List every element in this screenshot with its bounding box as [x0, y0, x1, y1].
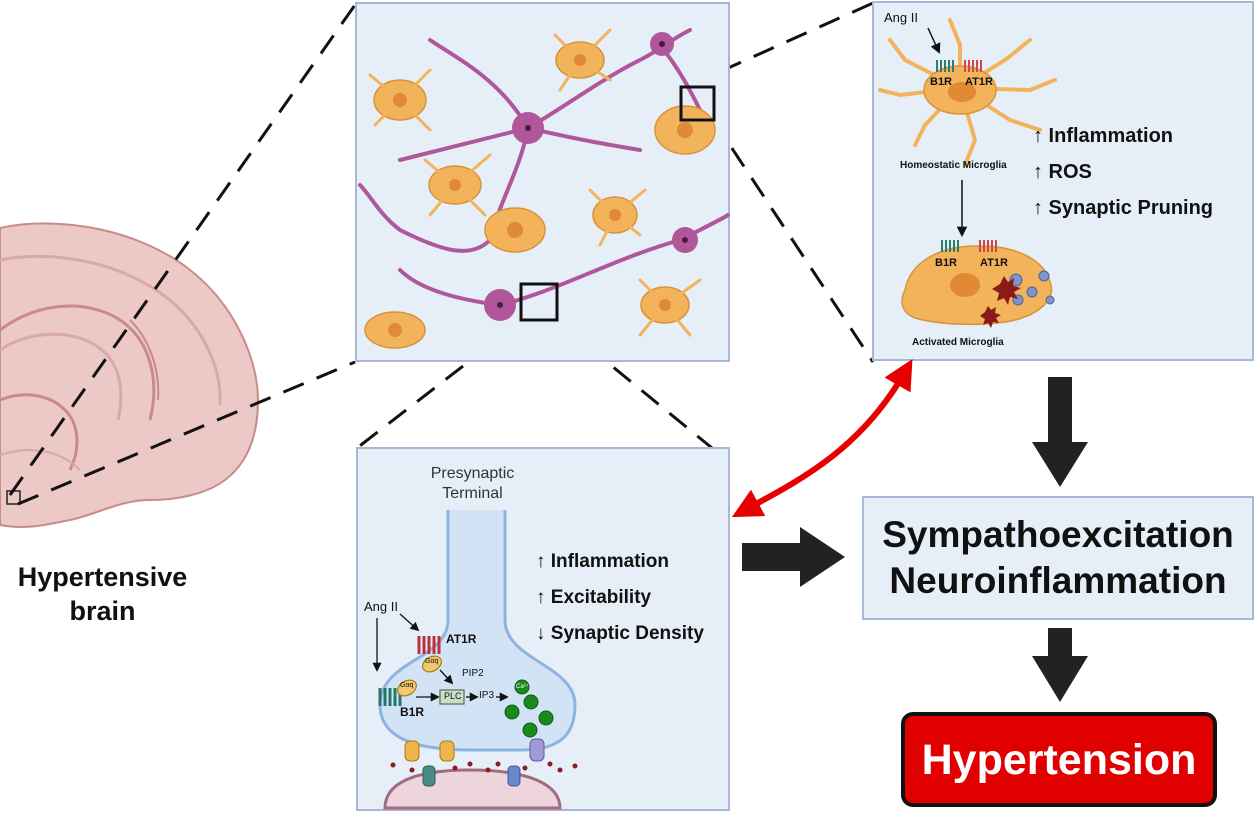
microglia-detail-panel [872, 1, 1254, 361]
synapse-effect-3: ↓ Synaptic Density [536, 623, 704, 644]
hypertension-label: Hypertension [921, 736, 1197, 784]
microglia-effect-3: ↑ Synaptic Pruning [1033, 197, 1214, 219]
arrow-right [742, 527, 845, 587]
arrow-down-top [1032, 377, 1088, 487]
brain-label-line1: Hypertensive [17, 562, 188, 592]
b1r-label-top: B1R [930, 76, 953, 88]
synapse-effect-2: ↑ Excitability [536, 587, 652, 608]
activated-microglia-label: Activated Microglia [912, 337, 1004, 348]
sympathoexcitation-label: Sympathoexcitation [882, 514, 1234, 555]
neuroinflammation-label: Neuroinflammation [889, 560, 1227, 601]
synapse-ang-ii-label: Ang II [364, 599, 398, 614]
plc-label: PLC [444, 691, 462, 701]
synapse-at1r-label: AT1R [446, 632, 477, 646]
sympathoexcitation-box: Sympathoexcitation Neuroinflammation [862, 496, 1254, 620]
microglia-effect-2: ↑ ROS [1033, 161, 1092, 183]
hypertensive-brain-illustration [0, 222, 260, 529]
at1r-label-top: AT1R [965, 76, 993, 88]
synapse-effect-1: ↑ Inflammation [536, 551, 670, 572]
at1r-label-bottom: AT1R [980, 257, 1008, 269]
synapse-detail-panel [356, 447, 730, 811]
microglia-effect-1: ↑ Inflammation [1033, 125, 1174, 147]
brain-label-line2: brain [69, 596, 136, 626]
flow-arrows [742, 377, 1088, 702]
pip2-label: PIP2 [462, 668, 484, 679]
zoom-lines [8, 1, 875, 506]
presynaptic-label-line2: Terminal [442, 485, 503, 502]
homeostatic-microglia-label: Homeostatic Microglia [900, 160, 1007, 171]
gaq-label-1: Gαq [425, 658, 439, 665]
synapse-zoom-box [519, 282, 559, 322]
synapse-b1r-label: B1R [400, 705, 425, 719]
calcium-label: Ca²⁺ [516, 684, 529, 690]
plc-enzyme [439, 689, 465, 705]
cell-field-panel [355, 2, 730, 362]
ang-ii-label: Ang II [884, 10, 918, 25]
gaq-label-2: Gαq [400, 682, 414, 689]
arrow-down-bottom [1032, 628, 1088, 702]
presynaptic-label-line1: Presynaptic [430, 465, 515, 482]
b1r-label-bottom: B1R [935, 257, 958, 269]
ip3-label: IP3 [479, 690, 495, 701]
hypertension-box: Hypertension [901, 712, 1217, 807]
red-bidirectional-arrow [731, 359, 913, 518]
microglia-zoom-box [679, 85, 716, 122]
